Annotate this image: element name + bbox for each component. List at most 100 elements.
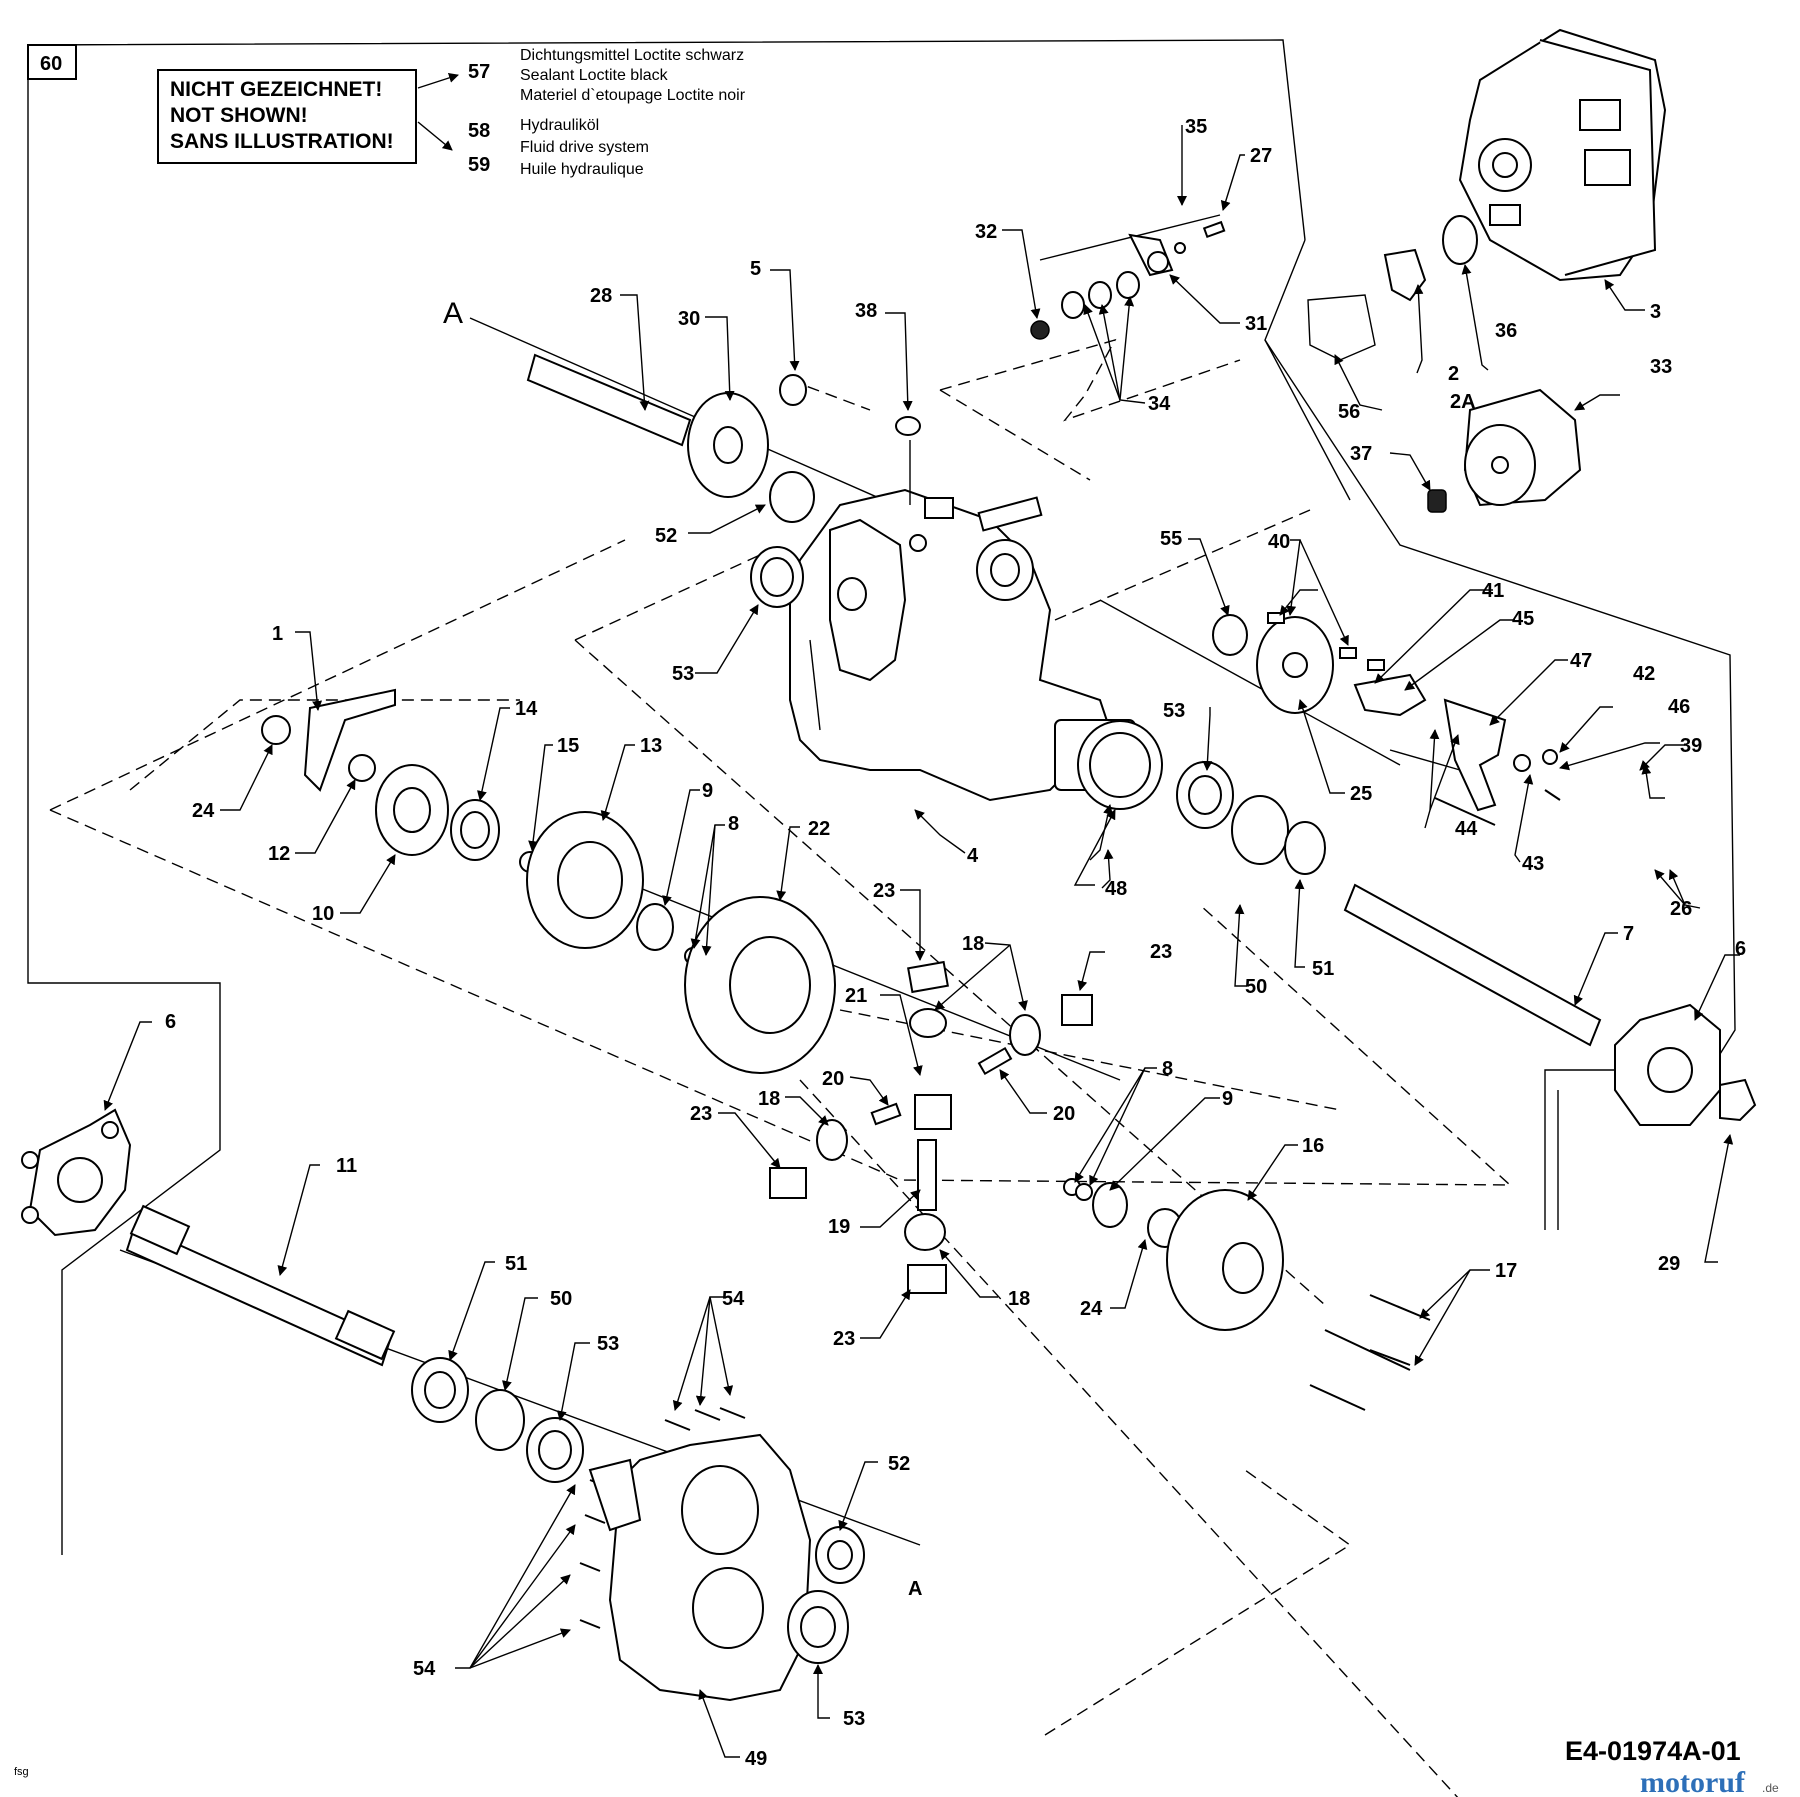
- callout-28: 28: [590, 285, 612, 307]
- callout-45: 45: [1512, 608, 1534, 630]
- right-shaft-parts: [1176, 612, 1602, 1047]
- callout-40: 40: [1268, 531, 1290, 553]
- callout-24-right: 24: [1080, 1298, 1103, 1320]
- callout-24-left: 24: [192, 800, 215, 822]
- callout-46: 46: [1668, 696, 1690, 718]
- not-shown-line-fr: SANS ILLUSTRATION!: [170, 130, 394, 153]
- callout-10: 10: [312, 903, 334, 925]
- note-number-58: 58: [468, 120, 490, 142]
- callout-23-d: 23: [833, 1328, 855, 1350]
- note-57-line-1: Dichtungsmittel Loctite schwarz: [520, 47, 744, 64]
- callout-38: 38: [855, 300, 877, 322]
- callout-54-top: 54: [722, 1288, 745, 1310]
- callout-26: 26: [1670, 898, 1692, 920]
- brand-suffix: .de: [1762, 1781, 1779, 1795]
- callout-27: 27: [1250, 145, 1272, 167]
- center-lines: [119, 214, 1461, 1546]
- callout-8-right: 8: [1162, 1058, 1173, 1080]
- callout-18-left: 18: [758, 1088, 780, 1110]
- callout-42: 42: [1633, 663, 1655, 685]
- callout-18-bottom: 18: [1008, 1288, 1030, 1310]
- note-58-line-1: Hydrauliköl: [520, 117, 599, 134]
- callout-8-left: 8: [728, 813, 739, 835]
- callout-23-c: 23: [690, 1103, 712, 1125]
- callout-52-top: 52: [655, 525, 677, 547]
- callout-55: 55: [1160, 528, 1182, 550]
- callout-7: 7: [1623, 923, 1634, 945]
- callout-9-left: 9: [702, 780, 713, 802]
- callout-23-a: 23: [873, 880, 895, 902]
- brand-name: motoruf: [1640, 1766, 1746, 1797]
- callout-labels: 1 2 2A 3 4 5 6 6 7 8 8 9 9 10 11 12 13 1…: [165, 116, 1746, 1770]
- callout-20-left: 20: [822, 1068, 844, 1090]
- callout-49: 49: [745, 1748, 767, 1770]
- shaft-28-gear-30: [526, 353, 921, 608]
- lower-cover: [411, 1357, 865, 1702]
- note-number-59: 59: [468, 154, 490, 176]
- reference-letter-a-top: A: [443, 297, 463, 330]
- note-57-line-2: Sealant Loctite black: [520, 67, 669, 84]
- callout-53-d: 53: [843, 1708, 865, 1730]
- note-58-line-2: Fluid drive system: [520, 139, 649, 156]
- callout-51-left: 51: [505, 1253, 527, 1275]
- callout-41: 41: [1482, 580, 1504, 602]
- callout-30: 30: [678, 308, 700, 330]
- callout-47: 47: [1570, 650, 1592, 672]
- page-number: 60: [40, 53, 62, 75]
- callout-15: 15: [557, 735, 579, 757]
- callout-21: 21: [845, 985, 867, 1007]
- callout-35: 35: [1185, 116, 1207, 138]
- wheel-hubs: [21, 1003, 1757, 1237]
- callout-16: 16: [1302, 1135, 1324, 1157]
- frame-lines: [27, 39, 1736, 1555]
- notes: 57 Dichtungsmittel Loctite schwarz Seala…: [468, 47, 746, 178]
- reference-letter-a-bottom: A: [908, 1578, 922, 1600]
- not-shown-line-en: NOT SHOWN!: [170, 104, 308, 127]
- upper-right-parts: [1307, 215, 1582, 513]
- callout-19: 19: [828, 1216, 850, 1238]
- note-57-line-3: Materiel d`etoupage Loctite noir: [520, 87, 746, 104]
- callout-22: 22: [808, 818, 830, 840]
- callout-37: 37: [1350, 443, 1372, 465]
- callout-53-b: 53: [1163, 700, 1185, 722]
- callout-31: 31: [1245, 313, 1267, 335]
- callout-50-right: 50: [1245, 976, 1267, 998]
- callout-25: 25: [1350, 783, 1372, 805]
- hydro-pump: [1458, 28, 1667, 282]
- right-diff-side: [1063, 1178, 1284, 1331]
- upper-small-parts: [1030, 220, 1226, 340]
- callout-50-left: 50: [550, 1288, 572, 1310]
- callout-39: 39: [1680, 735, 1702, 757]
- brand-logo: motoruf .de: [1640, 1766, 1779, 1797]
- callout-48: 48: [1105, 878, 1127, 900]
- callout-14: 14: [515, 698, 538, 720]
- drawing-number: E4-01974A-01: [1565, 1736, 1741, 1766]
- callout-34: 34: [1148, 393, 1171, 415]
- callout-17: 17: [1495, 1260, 1517, 1282]
- callout-23-b: 23: [1150, 941, 1172, 963]
- callout-2: 2: [1448, 363, 1459, 385]
- callout-29: 29: [1658, 1253, 1680, 1275]
- callout-12: 12: [268, 843, 290, 865]
- note-number-57: 57: [468, 61, 490, 83]
- callout-56: 56: [1338, 401, 1360, 423]
- transmission-housing: [789, 488, 1163, 810]
- callout-54-bottom: 54: [413, 1658, 436, 1680]
- callout-44: 44: [1455, 818, 1478, 840]
- note-59-line-1: Huile hydraulique: [520, 161, 644, 178]
- left-gear-pack: [261, 688, 836, 1074]
- leader-lines: [103, 125, 1740, 1758]
- callout-51-right: 51: [1312, 958, 1334, 980]
- callout-43: 43: [1522, 853, 1544, 875]
- callout-3: 3: [1650, 301, 1661, 323]
- callout-52-bottom: 52: [888, 1453, 910, 1475]
- not-shown-box: NICHT GEZEICHNET! NOT SHOWN! SANS ILLUST…: [157, 69, 459, 164]
- corner-mark: fsg: [14, 1766, 29, 1778]
- callout-5: 5: [750, 258, 761, 280]
- axle-11: [125, 1204, 396, 1367]
- callout-9-right: 9: [1222, 1088, 1233, 1110]
- callout-36: 36: [1495, 320, 1517, 342]
- callout-6-left: 6: [165, 1011, 176, 1033]
- callout-20-right: 20: [1053, 1103, 1075, 1125]
